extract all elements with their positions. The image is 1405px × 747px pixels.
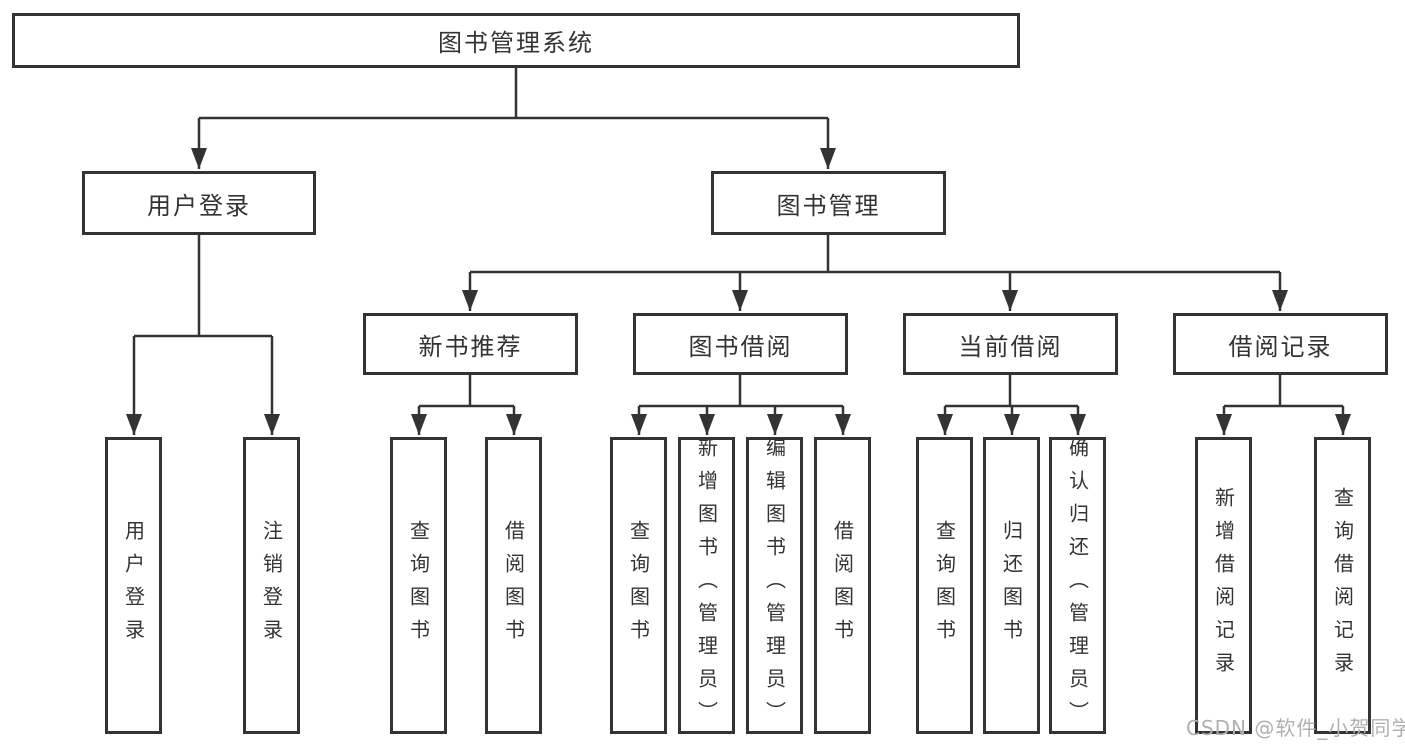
node-current-borrowing: 当前借阅 — [903, 313, 1118, 375]
leaf-borrow-books-borrowing: 借阅图书 — [814, 437, 871, 734]
leaf-label: 借阅图书 — [501, 519, 526, 652]
node-book-borrowing: 图书借阅 — [633, 313, 848, 375]
leaf-logout: 注销登录 — [243, 437, 300, 734]
leaf-confirm-return-admin: 确认归还（管理员） — [1049, 437, 1106, 734]
leaf-add-borrow-record: 新增借阅记录 — [1195, 437, 1252, 734]
leaf-add-book-admin: 新增图书（管理员） — [678, 437, 735, 734]
leaf-label: 查询图书 — [406, 519, 431, 652]
leaf-label: 查询图书 — [932, 519, 957, 652]
node-borrow-records: 借阅记录 — [1173, 313, 1388, 375]
csdn-watermark: CSDN @软件_小贺同学 — [1186, 716, 1405, 740]
leaf-query-books-current: 查询图书 — [916, 437, 973, 734]
node-user-login: 用户登录 — [82, 171, 316, 235]
node-root-system: 图书管理系统 — [12, 13, 1020, 68]
leaf-label: 查询借阅记录 — [1330, 486, 1355, 685]
leaf-query-books-borrowing: 查询图书 — [610, 437, 667, 734]
leaf-edit-book-admin: 编辑图书（管理员） — [746, 437, 803, 734]
leaf-label: 归还图书 — [999, 519, 1024, 652]
leaf-label: 查询图书 — [626, 519, 651, 652]
leaf-user-login: 用户登录 — [105, 437, 162, 734]
leaf-label: 新增借阅记录 — [1211, 486, 1236, 685]
leaf-query-books-recommend: 查询图书 — [390, 437, 447, 734]
leaf-label: 用户登录 — [121, 519, 146, 652]
leaf-label: 确认归还（管理员） — [1065, 437, 1090, 734]
leaf-label: 编辑图书（管理员） — [762, 437, 787, 734]
leaf-borrow-books-recommend: 借阅图书 — [485, 437, 542, 734]
leaf-label: 借阅图书 — [830, 519, 855, 652]
node-book-management: 图书管理 — [711, 171, 946, 235]
node-new-book-recommend: 新书推荐 — [363, 313, 578, 375]
leaf-query-borrow-record: 查询借阅记录 — [1314, 437, 1371, 734]
leaf-label: 新增图书（管理员） — [694, 437, 719, 734]
leaf-return-books: 归还图书 — [983, 437, 1040, 734]
leaf-label: 注销登录 — [259, 519, 284, 652]
